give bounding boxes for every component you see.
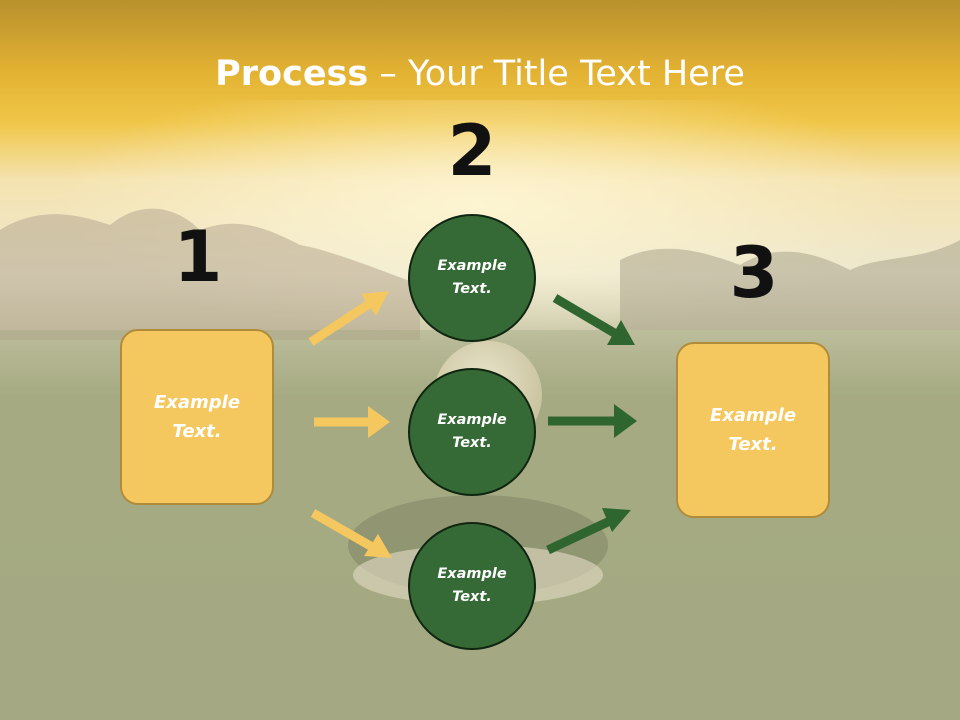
- step-circle-bottom: Example Text.: [408, 522, 536, 650]
- arrow-bottom-to-3: [546, 515, 614, 555]
- yellow-arrows: [308, 291, 392, 558]
- arrow-top-to-3-head: [607, 320, 635, 345]
- slide-title: Process – Your Title Text Here: [0, 52, 960, 96]
- arrow-1-to-top: [308, 298, 375, 346]
- arrow-1-to-bottom-head: [364, 534, 392, 558]
- step-number-2: 2: [447, 110, 497, 192]
- title-bold: Process: [215, 54, 369, 94]
- step-box-3: Example Text.: [676, 342, 830, 518]
- step-circle-middle-label: Example Text.: [437, 412, 507, 451]
- step-circle-top-label: Example Text.: [437, 258, 507, 297]
- step-circle-bottom-label: Example Text.: [437, 566, 507, 605]
- arrow-1-to-middle-head: [368, 406, 390, 438]
- title-rest: – Your Title Text Here: [368, 54, 745, 94]
- step-number-1: 1: [173, 216, 223, 298]
- green-arrows: [546, 294, 637, 555]
- step-box-1: Example Text.: [120, 329, 274, 505]
- step-box-3-label: Example Text.: [709, 405, 797, 455]
- step-circle-top: Example Text.: [408, 214, 536, 342]
- arrow-1-to-top-head: [361, 291, 389, 316]
- step-circle-middle: Example Text.: [408, 368, 536, 496]
- arrow-bottom-to-3-head: [602, 508, 631, 532]
- arrow-middle-to-3-head: [614, 404, 637, 438]
- arrow-1-to-bottom: [310, 509, 377, 552]
- step-number-3: 3: [729, 232, 779, 314]
- arrow-top-to-3: [552, 294, 619, 338]
- step-box-1-label: Example Text.: [153, 392, 241, 442]
